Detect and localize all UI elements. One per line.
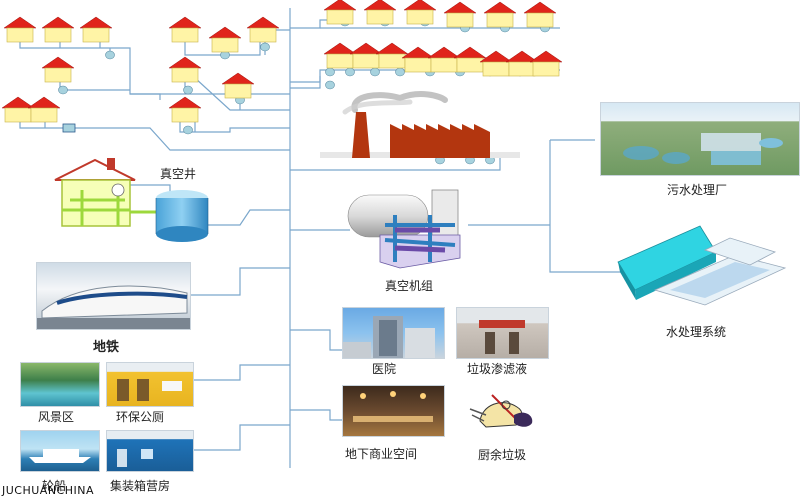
house-icon bbox=[349, 42, 383, 69]
house-icon bbox=[1, 96, 35, 123]
factory-icon bbox=[320, 91, 520, 158]
valve-icon bbox=[62, 123, 76, 133]
hospital-label: 医院 bbox=[372, 362, 397, 376]
valve-icon bbox=[370, 67, 380, 77]
house-icon bbox=[375, 42, 409, 69]
kitchen-waste-label: 厨余垃圾 bbox=[478, 448, 527, 462]
container-camp-label: 集装箱营房 bbox=[110, 479, 171, 493]
house-icon bbox=[168, 56, 202, 83]
houses-top-left bbox=[1, 16, 280, 123]
house-icon bbox=[403, 0, 437, 25]
vacuum-well-label: 真空井 bbox=[160, 167, 197, 181]
house-icon bbox=[168, 96, 202, 123]
toilet-photo bbox=[106, 362, 194, 407]
house-icon bbox=[453, 46, 487, 73]
valve-icon bbox=[325, 80, 335, 90]
scenic-label: 风景区 bbox=[38, 410, 75, 424]
house-icon bbox=[246, 16, 280, 43]
sewage-plant-label: 污水处理厂 bbox=[667, 183, 728, 197]
house-icon bbox=[221, 72, 255, 99]
vacuum-unit-label: 真空机组 bbox=[385, 279, 434, 293]
house-icon bbox=[443, 1, 477, 28]
valve-icon bbox=[183, 85, 193, 95]
house-icon bbox=[483, 1, 517, 28]
house-icon bbox=[529, 50, 563, 77]
water-system-label: 水处理系统 bbox=[666, 325, 727, 339]
subway-photo bbox=[36, 262, 191, 330]
leachate-label: 垃圾渗滤液 bbox=[467, 362, 528, 376]
subway-label: 地铁 bbox=[93, 340, 120, 355]
house-icon bbox=[208, 26, 242, 53]
vacuum-well-icon bbox=[54, 158, 209, 242]
house-icon bbox=[363, 0, 397, 25]
container-camp-photo bbox=[106, 430, 194, 472]
eco-toilet-label: 环保公厕 bbox=[116, 410, 165, 424]
valves bbox=[58, 17, 550, 165]
scenic-photo bbox=[20, 362, 100, 407]
houses-top-right bbox=[323, 0, 563, 77]
ship-photo bbox=[20, 430, 100, 472]
house-icon bbox=[168, 16, 202, 43]
house-icon bbox=[323, 42, 357, 69]
underground-photo bbox=[342, 385, 445, 437]
kitchen-waste-icon bbox=[462, 385, 542, 437]
house-icon bbox=[27, 96, 61, 123]
valve-icon bbox=[260, 42, 270, 52]
house-icon bbox=[79, 16, 113, 43]
valve-icon bbox=[183, 125, 193, 135]
underground-label: 地下商业空间 bbox=[345, 447, 418, 461]
valve-icon bbox=[105, 50, 115, 60]
ship-label: 轮船 bbox=[42, 479, 67, 493]
house-icon bbox=[323, 0, 357, 25]
watermark: JUCHUANCHINA bbox=[2, 484, 95, 497]
house-icon bbox=[401, 46, 435, 73]
vacuum-unit-icon bbox=[347, 189, 461, 269]
house-icon bbox=[427, 46, 461, 73]
valve-icon bbox=[395, 67, 405, 77]
house-icon bbox=[523, 1, 557, 28]
house-icon bbox=[41, 16, 75, 43]
valve-icon bbox=[325, 67, 335, 77]
hospital-photo bbox=[342, 307, 445, 359]
house-icon bbox=[479, 50, 513, 77]
valve-icon bbox=[58, 85, 68, 95]
house-icon bbox=[3, 16, 37, 43]
leachate-photo bbox=[456, 307, 549, 359]
valve-icon bbox=[345, 67, 355, 77]
sewage-plant-photo bbox=[600, 102, 800, 176]
house-icon bbox=[41, 56, 75, 83]
water-treatment-icon bbox=[617, 225, 787, 306]
